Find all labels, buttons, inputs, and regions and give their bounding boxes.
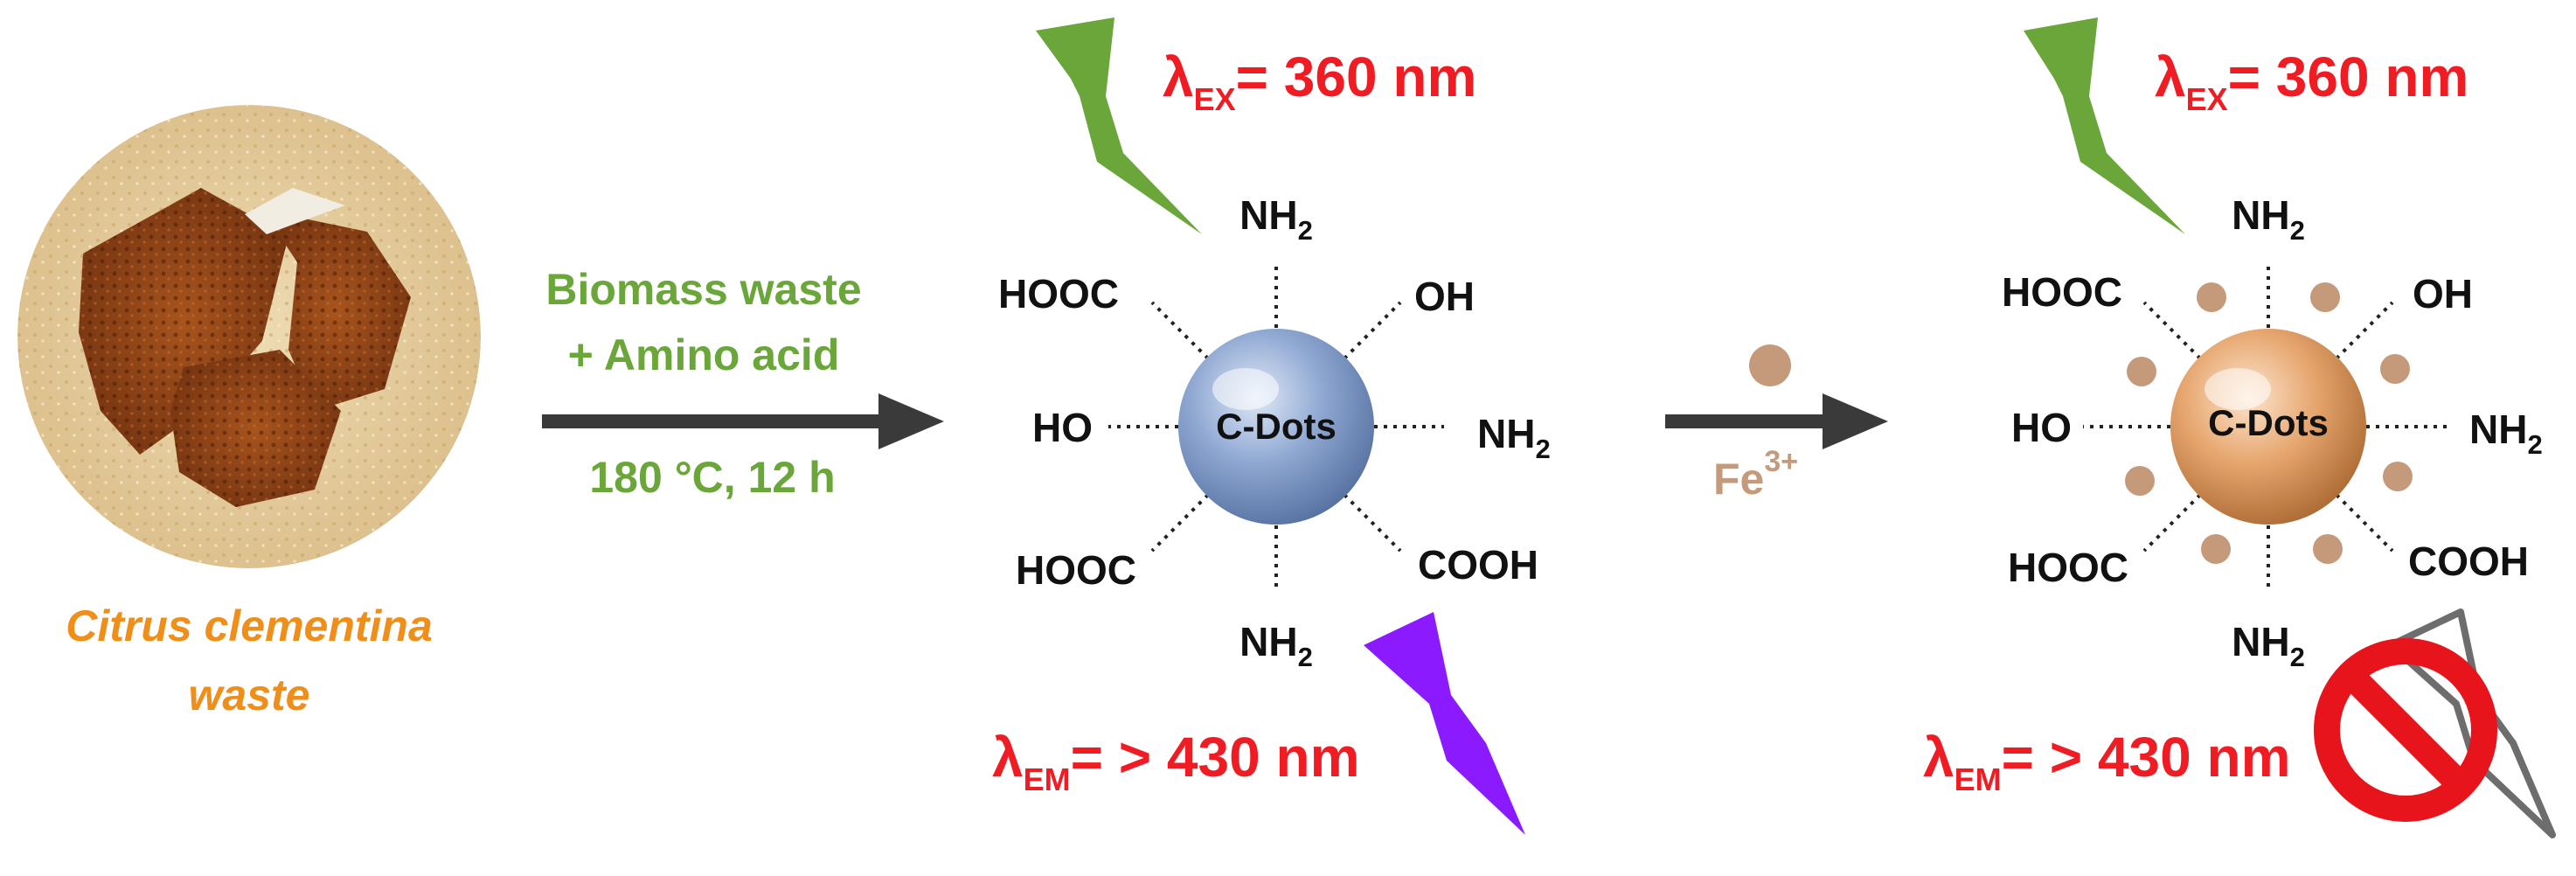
- excitation-label: λEX= 360 nm: [1163, 45, 1476, 117]
- fe-ion-dot: [1749, 344, 1791, 386]
- synthesis-line3: 180 °C, 12 h: [589, 453, 835, 502]
- sphere-highlight: [1212, 368, 1279, 410]
- group-upper-right: OH: [1414, 274, 1475, 319]
- quench-arrow: [1665, 393, 1888, 449]
- group-upper-right-2: OH: [2413, 271, 2473, 316]
- group-bottom: NH2: [1239, 619, 1313, 672]
- emission-label-2: λEM= > 430 nm: [1923, 726, 2290, 797]
- group-upper-left-2: HOOC: [2002, 269, 2122, 315]
- citrus-peel-photo: [17, 105, 481, 568]
- cdot-label-2: C-Dots: [2208, 402, 2329, 443]
- excitation-bolt-icon: [1036, 17, 1202, 234]
- group-right-2: NH2: [2469, 407, 2543, 460]
- adsorbed-fe-ions: [2125, 282, 2413, 564]
- no-emission-icon: [2314, 608, 2556, 838]
- group-lower-right: COOH: [1418, 542, 1538, 587]
- ligand-lines-2: [2083, 261, 2448, 593]
- emission-label: λEM= > 430 nm: [992, 726, 1359, 797]
- cdot-label: C-Dots: [1216, 406, 1337, 447]
- excitation-bolt-icon-2: [2024, 17, 2185, 234]
- group-lower-left-2: HOOC: [2008, 545, 2128, 590]
- source-caption-line2: waste: [189, 671, 310, 720]
- synthesis-line1: Biomass waste: [545, 265, 861, 314]
- group-left: HO: [1032, 405, 1093, 450]
- source-caption-line1: Citrus clementina: [66, 601, 433, 650]
- group-lower-right-2: COOH: [2408, 539, 2529, 584]
- synthesis-line2: + Amino acid: [568, 330, 840, 379]
- group-top: NH2: [1239, 192, 1313, 246]
- excitation-label-2: λEX= 360 nm: [2155, 45, 2468, 117]
- reaction-arrow: [542, 393, 944, 449]
- group-upper-left: HOOC: [998, 271, 1119, 316]
- sphere-highlight-2: [2205, 368, 2271, 410]
- group-bottom-2: NH2: [2232, 619, 2305, 672]
- ligand-lines-1: [1108, 261, 1444, 593]
- group-lower-left: HOOC: [1016, 547, 1136, 593]
- fe-ion-label: Fe3+: [1713, 445, 1798, 504]
- group-right: NH2: [1477, 411, 1551, 464]
- group-left-2: HO: [2011, 405, 2072, 450]
- emission-bolt-icon: [1364, 612, 1525, 835]
- group-top-2: NH2: [2232, 192, 2305, 246]
